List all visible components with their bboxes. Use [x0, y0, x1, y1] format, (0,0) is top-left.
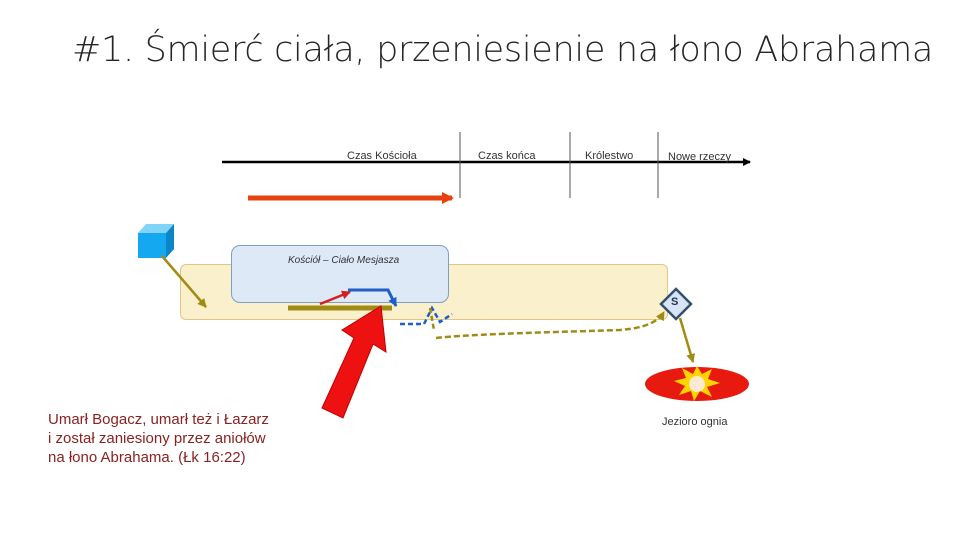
cube-icon	[138, 224, 174, 258]
timeline-label-end-times: Czas końca	[478, 150, 535, 162]
olive-dashed-short	[430, 308, 434, 330]
olive-dashed-path	[436, 312, 664, 338]
fire-icon	[645, 366, 749, 401]
satan-to-lake-arrow	[680, 318, 693, 362]
red-small-arrow	[320, 292, 350, 304]
blue-dashed-path	[400, 308, 452, 324]
cube-arrow	[162, 256, 206, 307]
scripture-quote: Umarł Bogacz, umarł też i Łazarz i zosta…	[48, 410, 328, 467]
timeline-label-kingdom: Królestwo	[585, 150, 633, 162]
timeline-label-new-things: Nowe rzeczy	[668, 151, 731, 163]
timeline-label-church-age: Czas Kościoła	[347, 150, 417, 162]
blue-rapture-arrow	[348, 290, 396, 306]
satan-badge-label: S	[671, 296, 678, 308]
lake-of-fire-label: Jezioro ognia	[662, 416, 727, 428]
big-red-arrow	[322, 306, 386, 418]
